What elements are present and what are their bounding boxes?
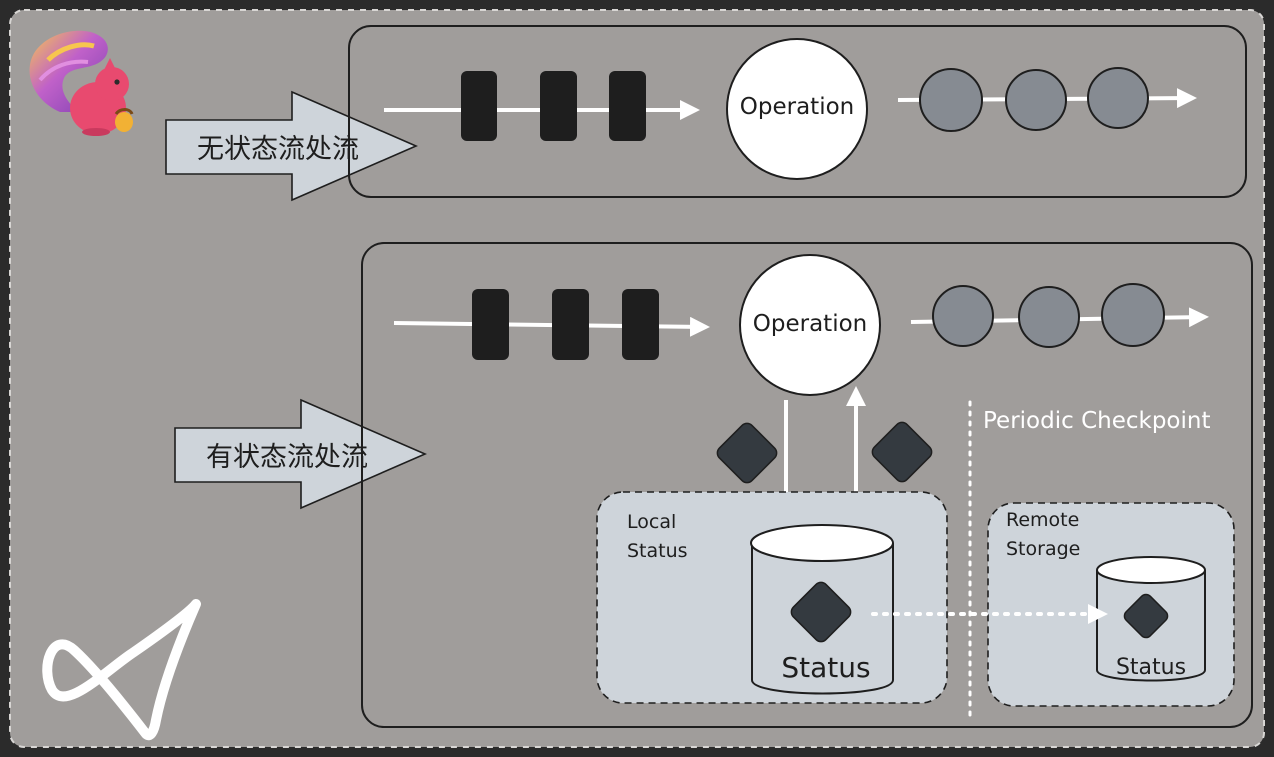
remote-storage-title-line1: Remote [1006,509,1079,531]
stateless-panel [348,25,1247,198]
processed-event [1101,283,1165,347]
processed-event [1005,69,1067,131]
stateless-stream-input [384,71,700,141]
stateful-panel [361,242,1253,728]
checkpoint-label: Periodic Checkpoint [983,408,1210,434]
processed-event [1018,286,1080,348]
stateless-operation-node: Operation [726,38,868,180]
flink-logo [29,30,134,136]
status-label: Status [1116,655,1186,680]
processed-event [919,68,983,132]
event-block [540,71,577,141]
stateful-operation-node: Operation [739,254,881,396]
event-block [461,71,497,141]
stateful-stream-input [393,289,710,360]
state-diamond [1123,593,1169,639]
event-block [609,71,646,141]
operation-label: Operation [740,94,854,120]
remote-storage-title-line2: Storage [1006,538,1080,560]
state-diamond [790,581,852,643]
stateless-arrow: 无状态流处流 [165,90,419,202]
state-diamond [871,421,933,483]
remote-state-store: Status [1096,556,1206,682]
local-state-store: Status [750,524,894,695]
status-label: Status [781,651,870,684]
stateless-label: 无状态流处流 [197,134,359,165]
event-block [552,289,589,360]
operation-label: Operation [753,311,867,337]
processed-event [1087,67,1149,129]
processed-event [932,285,994,347]
canvas-background [9,9,1265,748]
stateful-label: 有状态流处流 [206,442,368,473]
event-block [472,289,509,360]
local-status-title-line2: Status [627,540,688,562]
scribble-mark [42,599,201,741]
event-block [622,289,659,360]
stateless-stream-output [897,67,1197,132]
local-status-title-line1: Local [627,511,676,533]
state-diamond [716,422,778,484]
stateful-stream-output [910,283,1209,348]
